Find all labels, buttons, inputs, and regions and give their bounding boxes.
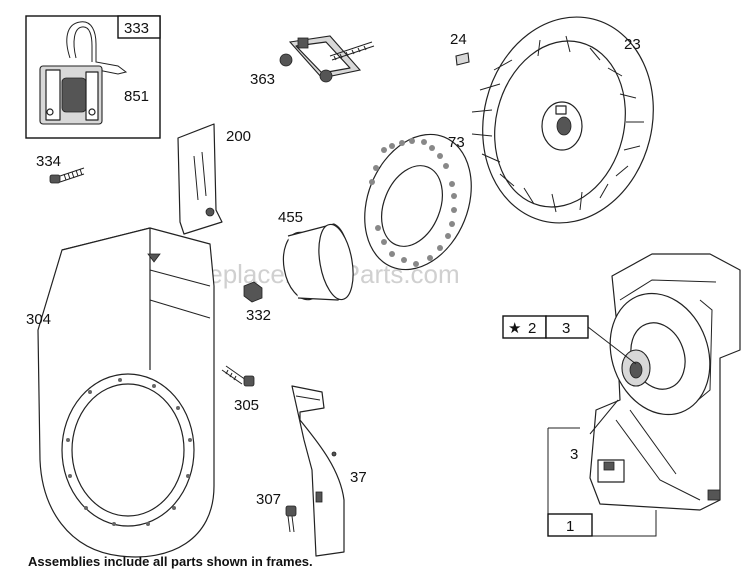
cup-455[interactable] [278, 222, 358, 303]
part-label-333[interactable]: 333 [124, 20, 149, 37]
shield-200[interactable] [177, 123, 223, 235]
nut-332[interactable] [243, 281, 263, 303]
footer-note: Assemblies include all parts shown in fr… [28, 554, 313, 569]
blower-housing-304[interactable] [37, 227, 215, 558]
part-label-1[interactable]: 1 [566, 518, 574, 535]
screw-334[interactable] [49, 167, 85, 184]
bracket-363[interactable] [279, 35, 375, 83]
part-label-2[interactable]: 2 [528, 320, 536, 337]
part-label-23[interactable]: 23 [624, 36, 641, 53]
part-label-73[interactable]: 73 [448, 134, 465, 151]
frame-333 [25, 15, 161, 139]
part-label-851[interactable]: 851 [124, 88, 149, 105]
part-label-200[interactable]: 200 [226, 128, 251, 145]
ignition-armature-851[interactable] [39, 21, 128, 125]
part-label-24[interactable]: 24 [450, 31, 467, 48]
part-label-334[interactable]: 334 [36, 153, 61, 170]
screw-305[interactable] [221, 365, 255, 387]
flywheel-23[interactable] [461, 0, 674, 241]
part-label-3[interactable]: 3 [570, 446, 578, 463]
key-24[interactable] [455, 52, 470, 66]
part-label-307[interactable]: 307 [256, 491, 281, 508]
star-icon: ★ [508, 320, 521, 337]
screw-307[interactable] [285, 505, 297, 533]
part-label-332[interactable]: 332 [246, 307, 271, 324]
guard-37[interactable] [291, 385, 345, 557]
part-label-455[interactable]: 455 [278, 209, 303, 226]
part-label-304[interactable]: 304 [26, 311, 51, 328]
part-label-363[interactable]: 363 [250, 71, 275, 88]
part-label-37[interactable]: 37 [350, 469, 367, 486]
leader-3 [589, 399, 619, 435]
engine-block[interactable] [589, 253, 741, 511]
label-box-2-3 [502, 315, 637, 365]
part-label-305[interactable]: 305 [234, 397, 259, 414]
frame-1 [547, 427, 657, 537]
part-label-3-box[interactable]: 3 [562, 320, 570, 337]
fan-73[interactable] [345, 118, 490, 285]
